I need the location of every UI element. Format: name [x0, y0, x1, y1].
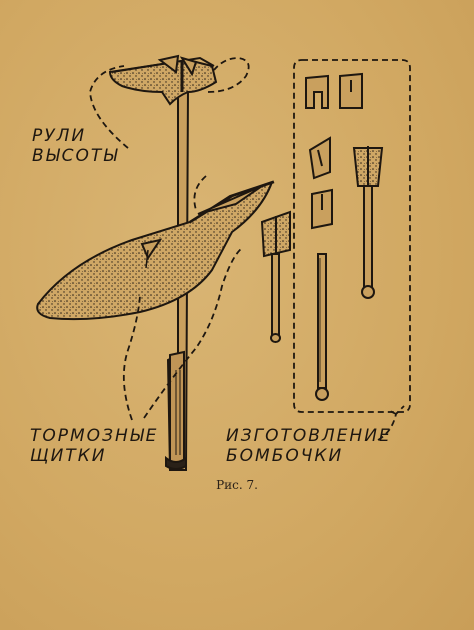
- main-wing: [36, 180, 275, 321]
- small-bomb: [260, 210, 291, 343]
- elevators-label-line2: ВЫСОТЫ: [32, 146, 120, 166]
- elevator-tail: [108, 54, 218, 106]
- brake-flaps-label: ТОРМОЗНЫЕ ЩИТКИ: [30, 426, 158, 466]
- brake-flaps-label-line2: ЩИТКИ: [30, 446, 107, 466]
- bomb-making-label: ИЗГОТОВЛЕНИЕ БОМБОЧКИ: [226, 426, 392, 466]
- paper-strip-cutouts: [305, 72, 363, 230]
- elevators-callout-line: [89, 57, 250, 149]
- bomb-making-label-line2: БОМБОЧКИ: [226, 446, 344, 466]
- brake-flaps-label-line1: ТОРМОЗНЫЕ: [30, 426, 159, 446]
- bomb-making-panel: [293, 59, 411, 441]
- figure-caption: Рис. 7.: [216, 478, 258, 492]
- brake-flaps-callout-line: [122, 175, 243, 421]
- finished-bomb: [352, 146, 384, 299]
- elevators-label: РУЛИ ВЫСОТЫ: [32, 126, 119, 166]
- bomb-making-label-line1: ИЗГОТОВЛЕНИЕ: [226, 426, 392, 446]
- bomb-stick: [315, 253, 329, 401]
- elevators-label-line1: РУЛИ: [32, 126, 87, 146]
